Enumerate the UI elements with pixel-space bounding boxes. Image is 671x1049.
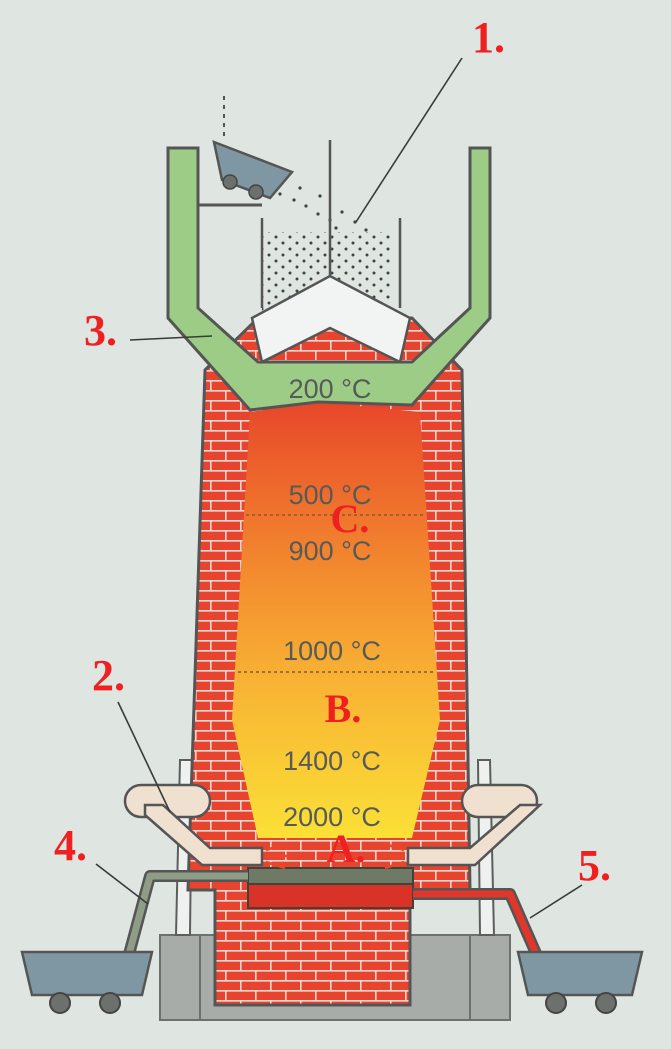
charging-throat bbox=[166, 146, 492, 412]
iron-cart bbox=[516, 950, 644, 1014]
temp-200: 200 °C bbox=[289, 374, 372, 404]
tuyere-pipes bbox=[143, 803, 544, 867]
zone-label-a: A. bbox=[327, 826, 366, 871]
molten-iron bbox=[247, 883, 414, 909]
callout-4: 4. bbox=[54, 821, 87, 870]
callout-5: 5. bbox=[578, 841, 611, 890]
furnace-interior bbox=[232, 402, 440, 838]
slag-cart bbox=[20, 950, 154, 1014]
temp-900: 900 °C bbox=[289, 536, 372, 566]
zone-label-b: B. bbox=[325, 686, 362, 731]
leader-lines bbox=[95, 57, 583, 919]
zone-label-c: C. bbox=[331, 496, 370, 541]
tuyere-flames bbox=[265, 842, 405, 870]
skip-car bbox=[212, 140, 295, 200]
callout-1: 1. bbox=[472, 13, 505, 62]
callout-2: 2. bbox=[92, 651, 125, 700]
temp-1000: 1000 °C bbox=[283, 636, 381, 666]
temp-2000: 2000 °C bbox=[283, 802, 381, 832]
hot-blast-ring bbox=[123, 783, 539, 819]
temp-500: 500 °C bbox=[289, 480, 372, 510]
distribution-bell bbox=[250, 274, 412, 364]
falling-charge bbox=[266, 184, 368, 232]
callout-3: 3. bbox=[84, 306, 117, 355]
temp-1400: 1400 °C bbox=[283, 746, 381, 776]
